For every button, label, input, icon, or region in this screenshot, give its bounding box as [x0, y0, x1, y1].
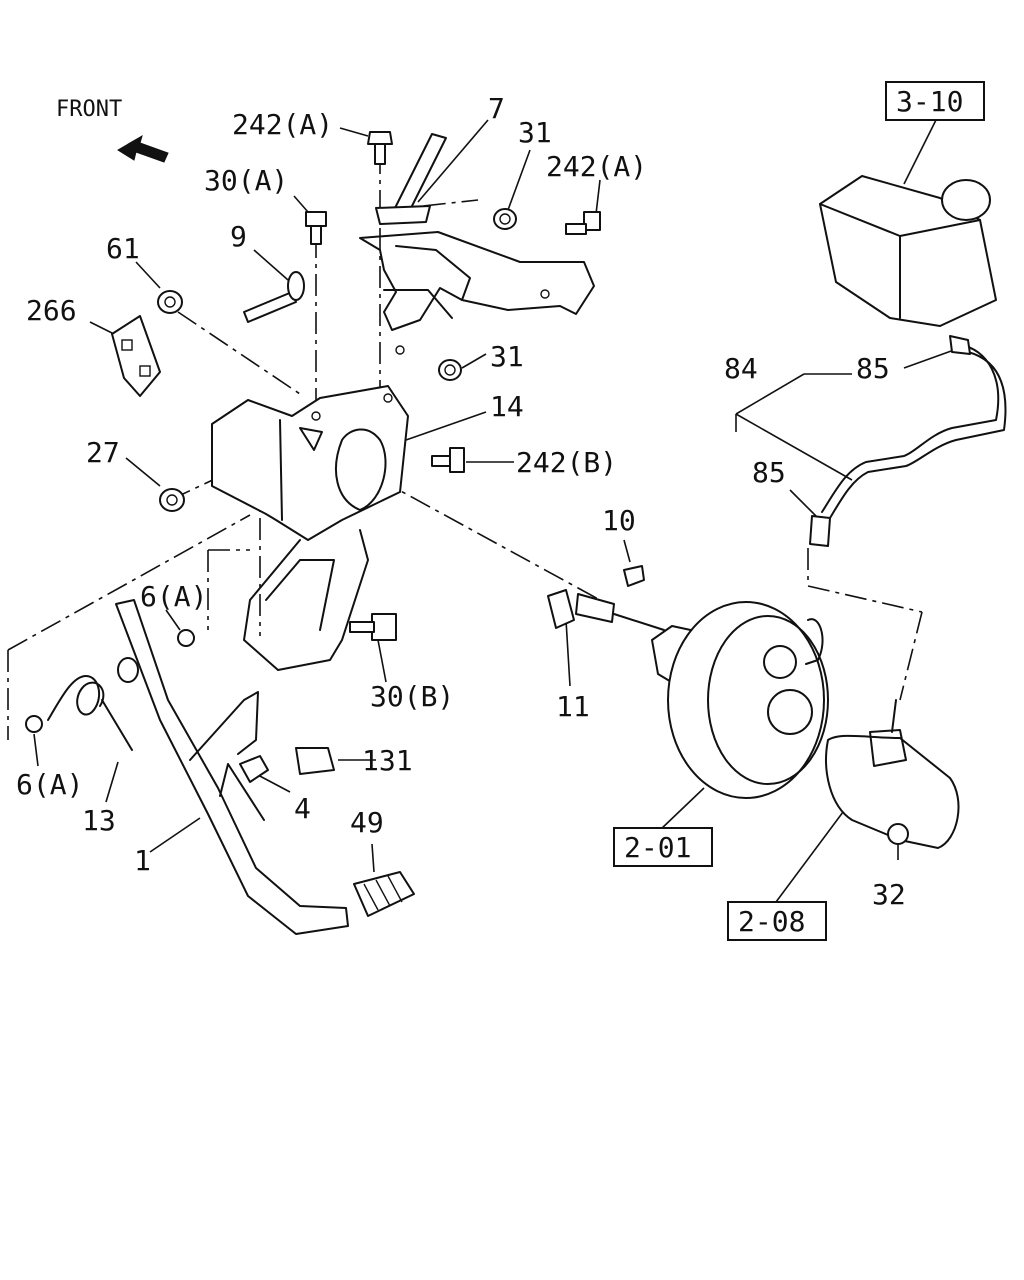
callout-242a-top: 242(A): [232, 108, 333, 141]
bolt-30b: [349, 613, 397, 641]
callout-85-top: 85: [856, 352, 890, 385]
hose-84: [821, 343, 1007, 519]
callout-242a-right: 242(A): [546, 150, 647, 183]
callout-49: 49: [350, 806, 384, 839]
pedal-bracket-14: [211, 385, 409, 671]
clip-4: [239, 755, 269, 783]
clip-266: [111, 315, 161, 397]
callout-30a: 30(A): [204, 164, 288, 197]
callout-84: 84: [724, 352, 758, 385]
callout-32: 32: [872, 878, 906, 911]
fitting-32: [887, 823, 909, 845]
nut-31-mid: [438, 359, 462, 381]
callout-4: 4: [294, 792, 311, 825]
front-label: FRONT: [56, 97, 122, 122]
bolt-30a: [305, 211, 327, 245]
callout-30b: 30(B): [370, 680, 454, 713]
pedal-pad-49: [353, 871, 415, 917]
master-cylinder: [825, 699, 960, 849]
bushing-6a-mid: [177, 629, 195, 647]
pushrod: [575, 593, 665, 631]
bushing-6a-low: [25, 715, 43, 733]
callout-1: 1: [134, 844, 151, 877]
callout-31-mid: 31: [490, 340, 524, 373]
upper-bracket: [359, 231, 595, 355]
callout-242b: 242(B): [516, 446, 617, 479]
front-arrow-icon: [117, 134, 169, 163]
callout-11: 11: [556, 690, 590, 723]
front-indicator: FRONT: [56, 97, 169, 163]
bolt-242a-top: [367, 131, 393, 165]
callout-85-mid: 85: [752, 456, 786, 489]
switch-10: [623, 565, 645, 587]
clamp-85-mid: [809, 515, 831, 547]
callout-131: 131: [362, 744, 413, 777]
nut-27: [159, 488, 185, 512]
reference-box-2-08[interactable]: 2-08: [727, 901, 827, 941]
clamp-85-top: [949, 335, 971, 355]
assembly-dash-lines: [7, 152, 923, 740]
callout-266: 266: [26, 294, 77, 327]
brake-booster: [651, 601, 829, 799]
callout-14: 14: [490, 390, 524, 423]
callout-13: 13: [82, 804, 116, 837]
pedal-arm-1: [115, 599, 349, 935]
callout-61: 61: [106, 232, 140, 265]
callout-6a-mid: 6(A): [140, 580, 207, 613]
callout-31-top: 31: [518, 116, 552, 149]
clip-131: [295, 747, 335, 775]
reference-box-2-01[interactable]: 2-01: [613, 827, 713, 867]
callout-10: 10: [602, 504, 636, 537]
callout-9: 9: [230, 220, 247, 253]
callout-27: 27: [86, 436, 120, 469]
callout-6a-low: 6(A): [16, 768, 83, 801]
nut-31-top: [493, 208, 517, 230]
clip-11: [547, 589, 575, 629]
reservoir-tank: [819, 175, 997, 327]
bolt-242a-right: [565, 211, 601, 235]
callout-7: 7: [488, 92, 505, 125]
bolt-242b: [431, 447, 465, 473]
leader-lines: [33, 119, 955, 903]
callout-labels: 242(A) 7 31 242(A) 30(A) 9 61 266 31 14 …: [16, 92, 906, 911]
reference-box-3-10[interactable]: 3-10: [885, 81, 985, 121]
reference-3-10-label: 3-10: [896, 85, 963, 118]
reference-2-01-label: 2-01: [624, 831, 691, 864]
pin-9: [243, 271, 305, 323]
lever-part-7: [375, 133, 447, 225]
bushing-61: [157, 290, 183, 314]
reference-2-08-label: 2-08: [738, 905, 805, 938]
spring-13: [47, 675, 133, 751]
